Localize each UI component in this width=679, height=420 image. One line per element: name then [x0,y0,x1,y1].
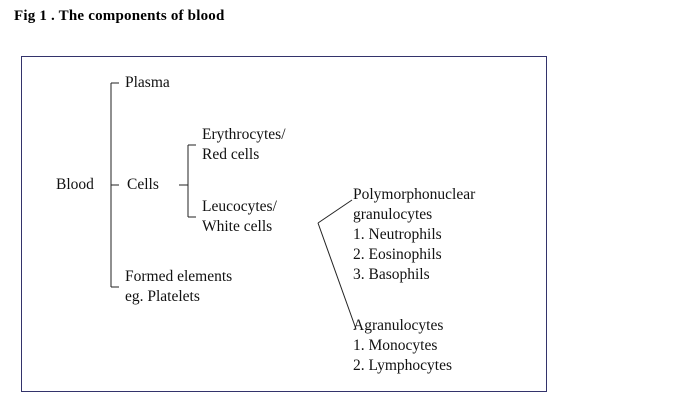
node-agranulocytes: Agranulocytes 1. Monocytes 2. Lymphocyte… [353,317,453,374]
node-formed-elements: Formed elements eg. Platelets [125,268,233,305]
node-erythrocytes: Erythrocytes/ Red cells [202,126,286,163]
node-blood: Blood [56,176,94,193]
node-cells: Cells [127,176,159,193]
node-leucocytes: Leucocytes/ White cells [202,198,277,235]
diagram-container: Blood Plasma Cells Formed elements eg. P… [21,56,547,392]
figure-title: Fig 1 . The components of blood [14,8,225,24]
node-plasma: Plasma [125,74,170,91]
node-polymorphonuclear-granulocytes: Polymorphonuclear granulocytes 1. Neutro… [353,186,476,283]
